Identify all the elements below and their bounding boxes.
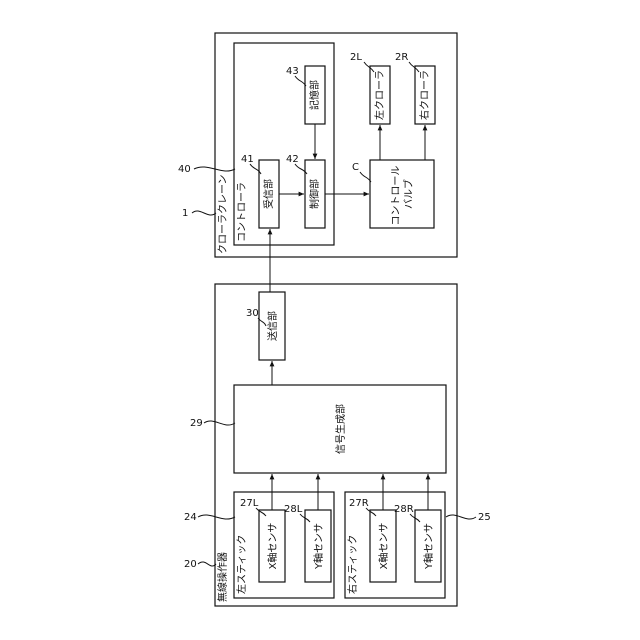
ref-29: 29 (190, 418, 203, 429)
wireless-operator-title: 無線操作器 (216, 552, 229, 602)
right-stick-title: 右スティック (346, 535, 359, 594)
storage-label: 記憶部 (308, 80, 321, 110)
control-valve-label-line1: コントロール (391, 166, 402, 226)
crawler-crane-title: クローラクレーン (217, 175, 229, 255)
ref-2L: 2L (350, 52, 362, 63)
ref-28L: 28L (284, 504, 303, 515)
ref-25: 25 (478, 512, 491, 523)
right-y-sensor-label: Y軸センサ (422, 523, 435, 570)
transmitter-label: 送信部 (266, 311, 279, 341)
left-y-sensor-label: Y軸センサ (312, 523, 325, 570)
ref-C: C (352, 162, 359, 173)
ref-40: 40 (178, 164, 191, 175)
signal-generator-label: 信号生成部 (334, 404, 347, 454)
ref-30: 30 (246, 308, 259, 319)
ref-42: 42 (286, 154, 299, 165)
control-valve-label-line2: バルブ (402, 179, 415, 209)
ref-20: 20 (184, 559, 197, 570)
receiver-label: 受信部 (262, 179, 275, 209)
ref-27R: 27R (349, 498, 369, 509)
controller-title: コントローラ (236, 182, 248, 242)
leader-20 (198, 562, 216, 566)
ref-27L: 27L (240, 498, 259, 509)
ref-43: 43 (286, 66, 299, 77)
left-crawler-label: 左クローラ (373, 70, 386, 120)
ref-41: 41 (241, 154, 254, 165)
right-x-sensor-label: X軸センサ (377, 523, 390, 570)
control-valve-box (370, 160, 434, 228)
left-x-sensor-label: X軸センサ (266, 523, 279, 570)
leader-1 (192, 211, 216, 215)
ref-2R: 2R (395, 52, 408, 63)
ref-1: 1 (182, 208, 188, 219)
control-unit-label: 制御部 (308, 179, 321, 209)
right-crawler-label: 右クローラ (418, 70, 431, 120)
ref-28R: 28R (394, 504, 414, 515)
left-stick-title: 左スティック (235, 535, 248, 594)
ref-24: 24 (184, 512, 197, 523)
